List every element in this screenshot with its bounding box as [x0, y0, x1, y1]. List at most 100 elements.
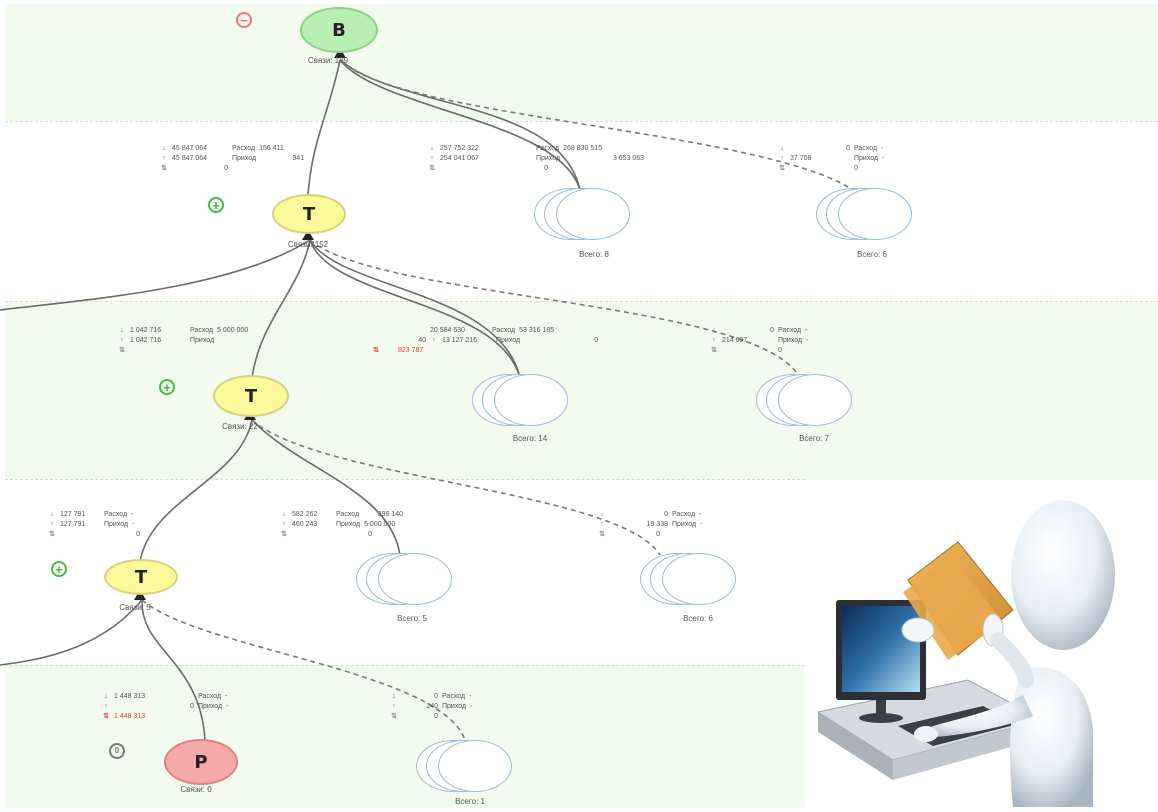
inflow-arrow-icon: ↑	[120, 337, 124, 344]
stat-pre-in: 40	[418, 337, 426, 344]
stat-out-label: Расход	[190, 327, 214, 334]
stat-out: 0	[846, 145, 850, 152]
stat-in: 240	[426, 703, 438, 710]
node-t-1[interactable]: Т	[272, 194, 346, 234]
group-total-3: Всего: 14	[512, 434, 548, 443]
stat-balance: 0	[434, 713, 438, 720]
stat-in-label: Приход	[336, 521, 361, 528]
balance-arrow-icon: ⇅	[161, 165, 167, 172]
stat-out-label: Расход	[778, 327, 802, 334]
stat-in-label: Приход	[190, 337, 215, 344]
outflow-arrow-icon: ↓	[162, 145, 166, 152]
stat-out-label: Расход	[232, 145, 256, 152]
stat-out-value: 5 000 000	[217, 327, 249, 334]
stat-out-label: Расход	[198, 693, 222, 700]
stat-out-value: -	[131, 511, 134, 518]
node-b-caption: Связи: 189	[307, 56, 349, 65]
stat-in-label: Приход	[198, 703, 223, 710]
stat-balance: 1 448 313	[114, 713, 146, 720]
node-p[interactable]: Р	[164, 739, 238, 785]
stat-in-value: -	[700, 521, 703, 528]
stat-balance: 0	[224, 165, 228, 172]
stat-out-value: 53 316 185	[519, 327, 555, 334]
zero-toggle-icon[interactable]: 0	[109, 743, 125, 759]
tier-band-3	[5, 301, 1158, 480]
stat-out: 582 262	[292, 511, 318, 518]
stat-out-label: Расход	[442, 693, 466, 700]
stat-in-value: -	[882, 155, 885, 162]
balance-arrow-icon: ⇅	[599, 531, 605, 538]
balance-arrow-icon: ⇅	[429, 165, 435, 172]
stat-out: 1 042 716	[130, 327, 162, 334]
deficit-arrow-icon: ⇅	[373, 347, 379, 354]
stat-out: 127 791	[60, 511, 86, 518]
illustration-svg	[816, 500, 1115, 807]
balance-arrow-icon: ⇅	[391, 713, 397, 720]
stat-in-label: Приход	[104, 521, 129, 528]
outflow-arrow-icon: ↓	[120, 327, 124, 334]
inflow-arrow-icon: ↑	[162, 155, 166, 162]
stat-in-value: 5 000 000	[364, 521, 396, 528]
stat-out: 0	[770, 327, 774, 334]
stat-in-label: Приход	[536, 155, 561, 162]
group-total-6: Всего: 6	[683, 614, 713, 623]
group-stack-1[interactable]	[534, 188, 664, 242]
stat-out-label: Расход	[336, 511, 360, 518]
stat-out: 1 448 313	[114, 693, 146, 700]
balance-arrow-icon: ⇅	[119, 347, 125, 354]
deficit-arrow-icon: ⇅	[103, 713, 109, 720]
inflow-arrow-icon: ↑	[712, 337, 716, 344]
inflow-arrow-icon: ↑	[104, 703, 108, 710]
node-t-2[interactable]: Т	[213, 375, 289, 417]
group-stack-6[interactable]	[640, 553, 770, 607]
stat-in: 19 338	[646, 521, 668, 528]
node-t-3-caption: Связи: 5	[119, 603, 151, 612]
outflow-arrow-icon: ↓	[104, 693, 108, 700]
stat-out-label: Расход	[854, 145, 878, 152]
node-b[interactable]: В	[300, 7, 378, 53]
group-total-2: Всего: 6	[857, 250, 887, 259]
stat-in-label: Приход	[854, 155, 879, 162]
group-stack-5[interactable]	[356, 553, 486, 607]
stat-in-value: 941	[292, 155, 305, 162]
group-stack-7[interactable]	[416, 740, 546, 794]
stat-in: 460 243	[292, 521, 318, 528]
stat-out-label: Расход	[104, 511, 128, 518]
expand-toggle-icon-3[interactable]: +	[51, 561, 67, 577]
balance-arrow-icon: ⇅	[779, 165, 785, 172]
expand-toggle-icon-1[interactable]: +	[208, 197, 224, 213]
group-total-4: Всего: 7	[799, 434, 829, 443]
inflow-arrow-icon: ↑	[432, 337, 436, 344]
stat-in-value: 0	[594, 337, 599, 344]
stat-balance: 0	[544, 165, 548, 172]
stat-in-value: 3 653 063	[612, 155, 645, 162]
outflow-arrow-icon: ↓	[430, 145, 434, 152]
expand-toggle-icon-2[interactable]: +	[159, 379, 175, 395]
group-stack-3[interactable]	[472, 374, 602, 428]
stat-balance: 0	[136, 531, 140, 538]
outflow-arrow-icon: ↓	[600, 511, 604, 518]
group-total-1: Всего: 8	[579, 250, 609, 259]
stat-in: 0	[190, 703, 194, 710]
stat-in: 13 127 216	[442, 337, 478, 344]
outflow-arrow-icon: ↓	[282, 511, 286, 518]
stat-out-value: -	[805, 327, 808, 334]
stat-out-value: 398 140	[377, 511, 404, 518]
tier-band-5	[5, 665, 805, 808]
node-p-caption: Связи: 0	[180, 785, 212, 794]
outflow-arrow-icon: ↓	[712, 327, 716, 334]
stat-in-value: -	[470, 703, 473, 710]
group-stack-2[interactable]	[816, 188, 946, 242]
outflow-arrow-icon: ↓	[392, 693, 396, 700]
node-t-3[interactable]: Т	[104, 559, 178, 595]
group-stack-4[interactable]	[756, 374, 886, 428]
stat-out: 257 752 322	[440, 145, 479, 152]
collapse-toggle-icon[interactable]: −	[236, 12, 252, 28]
